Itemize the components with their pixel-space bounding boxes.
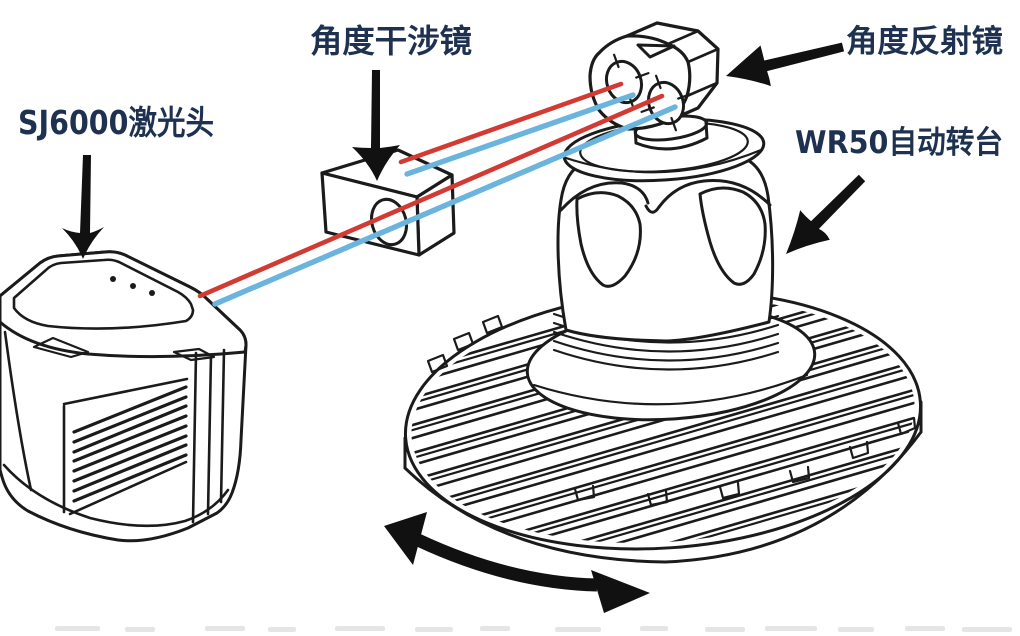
cube-aperture bbox=[370, 197, 408, 247]
label-turntable: WR50自动转台 bbox=[795, 125, 1003, 161]
arrow-laser-head bbox=[62, 155, 104, 259]
measuring-beam-red-lower bbox=[197, 93, 665, 299]
laser-head-top-face bbox=[0, 250, 248, 359]
turntable bbox=[403, 117, 923, 564]
reflector-edge-creases bbox=[666, 29, 720, 98]
laser-head-indicator-dots bbox=[110, 276, 155, 296]
arrow-interferometer bbox=[352, 70, 400, 181]
return-beam-blue-upper bbox=[404, 92, 636, 177]
rotation-arrow-head-right bbox=[591, 570, 650, 613]
dome-panel-left bbox=[575, 191, 642, 288]
flange-bottom-rim bbox=[532, 373, 809, 406]
dome-center-dip bbox=[644, 204, 661, 214]
dome-panel-right bbox=[698, 186, 767, 286]
rotation-arrow-head-left bbox=[384, 512, 427, 565]
laser-head-top-panel bbox=[12, 258, 195, 330]
labels: SJ6000激光头 角度干涉镜 角度反射镜 WR50自动转台 bbox=[18, 22, 1003, 161]
rotation-arrow-band bbox=[415, 534, 598, 592]
dome-silhouette bbox=[556, 156, 775, 343]
laser-head-bottom-rim bbox=[2, 463, 230, 528]
disc-bottom-edge bbox=[403, 430, 923, 564]
measuring-beam-red-upper bbox=[398, 81, 624, 165]
laser-head-left-seam bbox=[3, 330, 33, 492]
laser-head-rim-wedges bbox=[32, 336, 216, 362]
arrow-turntable bbox=[786, 174, 866, 254]
vent-panel-frame bbox=[62, 377, 189, 516]
label-laser-head: SJ6000激光头 bbox=[18, 103, 214, 142]
reflector-aperture-left bbox=[598, 53, 650, 111]
arrow-reflector bbox=[726, 42, 845, 87]
rotation-direction-arrow bbox=[384, 512, 650, 613]
return-beam-blue-lower bbox=[212, 104, 678, 307]
dome-shoulder-right bbox=[657, 179, 772, 209]
reflector-top-notch bbox=[636, 43, 676, 59]
annotation-arrows bbox=[62, 42, 866, 613]
disc-slot-notches-near bbox=[573, 416, 917, 507]
dome-shoulder-left bbox=[559, 181, 650, 212]
laser-head-corner-band bbox=[191, 348, 226, 524]
vent-slats bbox=[72, 385, 188, 503]
bottom-artifact-row bbox=[55, 626, 1012, 632]
laser-beams bbox=[197, 81, 678, 307]
label-interferometer: 角度干涉镜 bbox=[310, 22, 472, 60]
laser-head bbox=[0, 250, 248, 543]
turntable-body bbox=[556, 156, 775, 343]
label-reflector: 角度反射镜 bbox=[846, 24, 1003, 60]
angle-reflector bbox=[588, 21, 720, 151]
disc-slot-notches-far bbox=[426, 314, 504, 374]
